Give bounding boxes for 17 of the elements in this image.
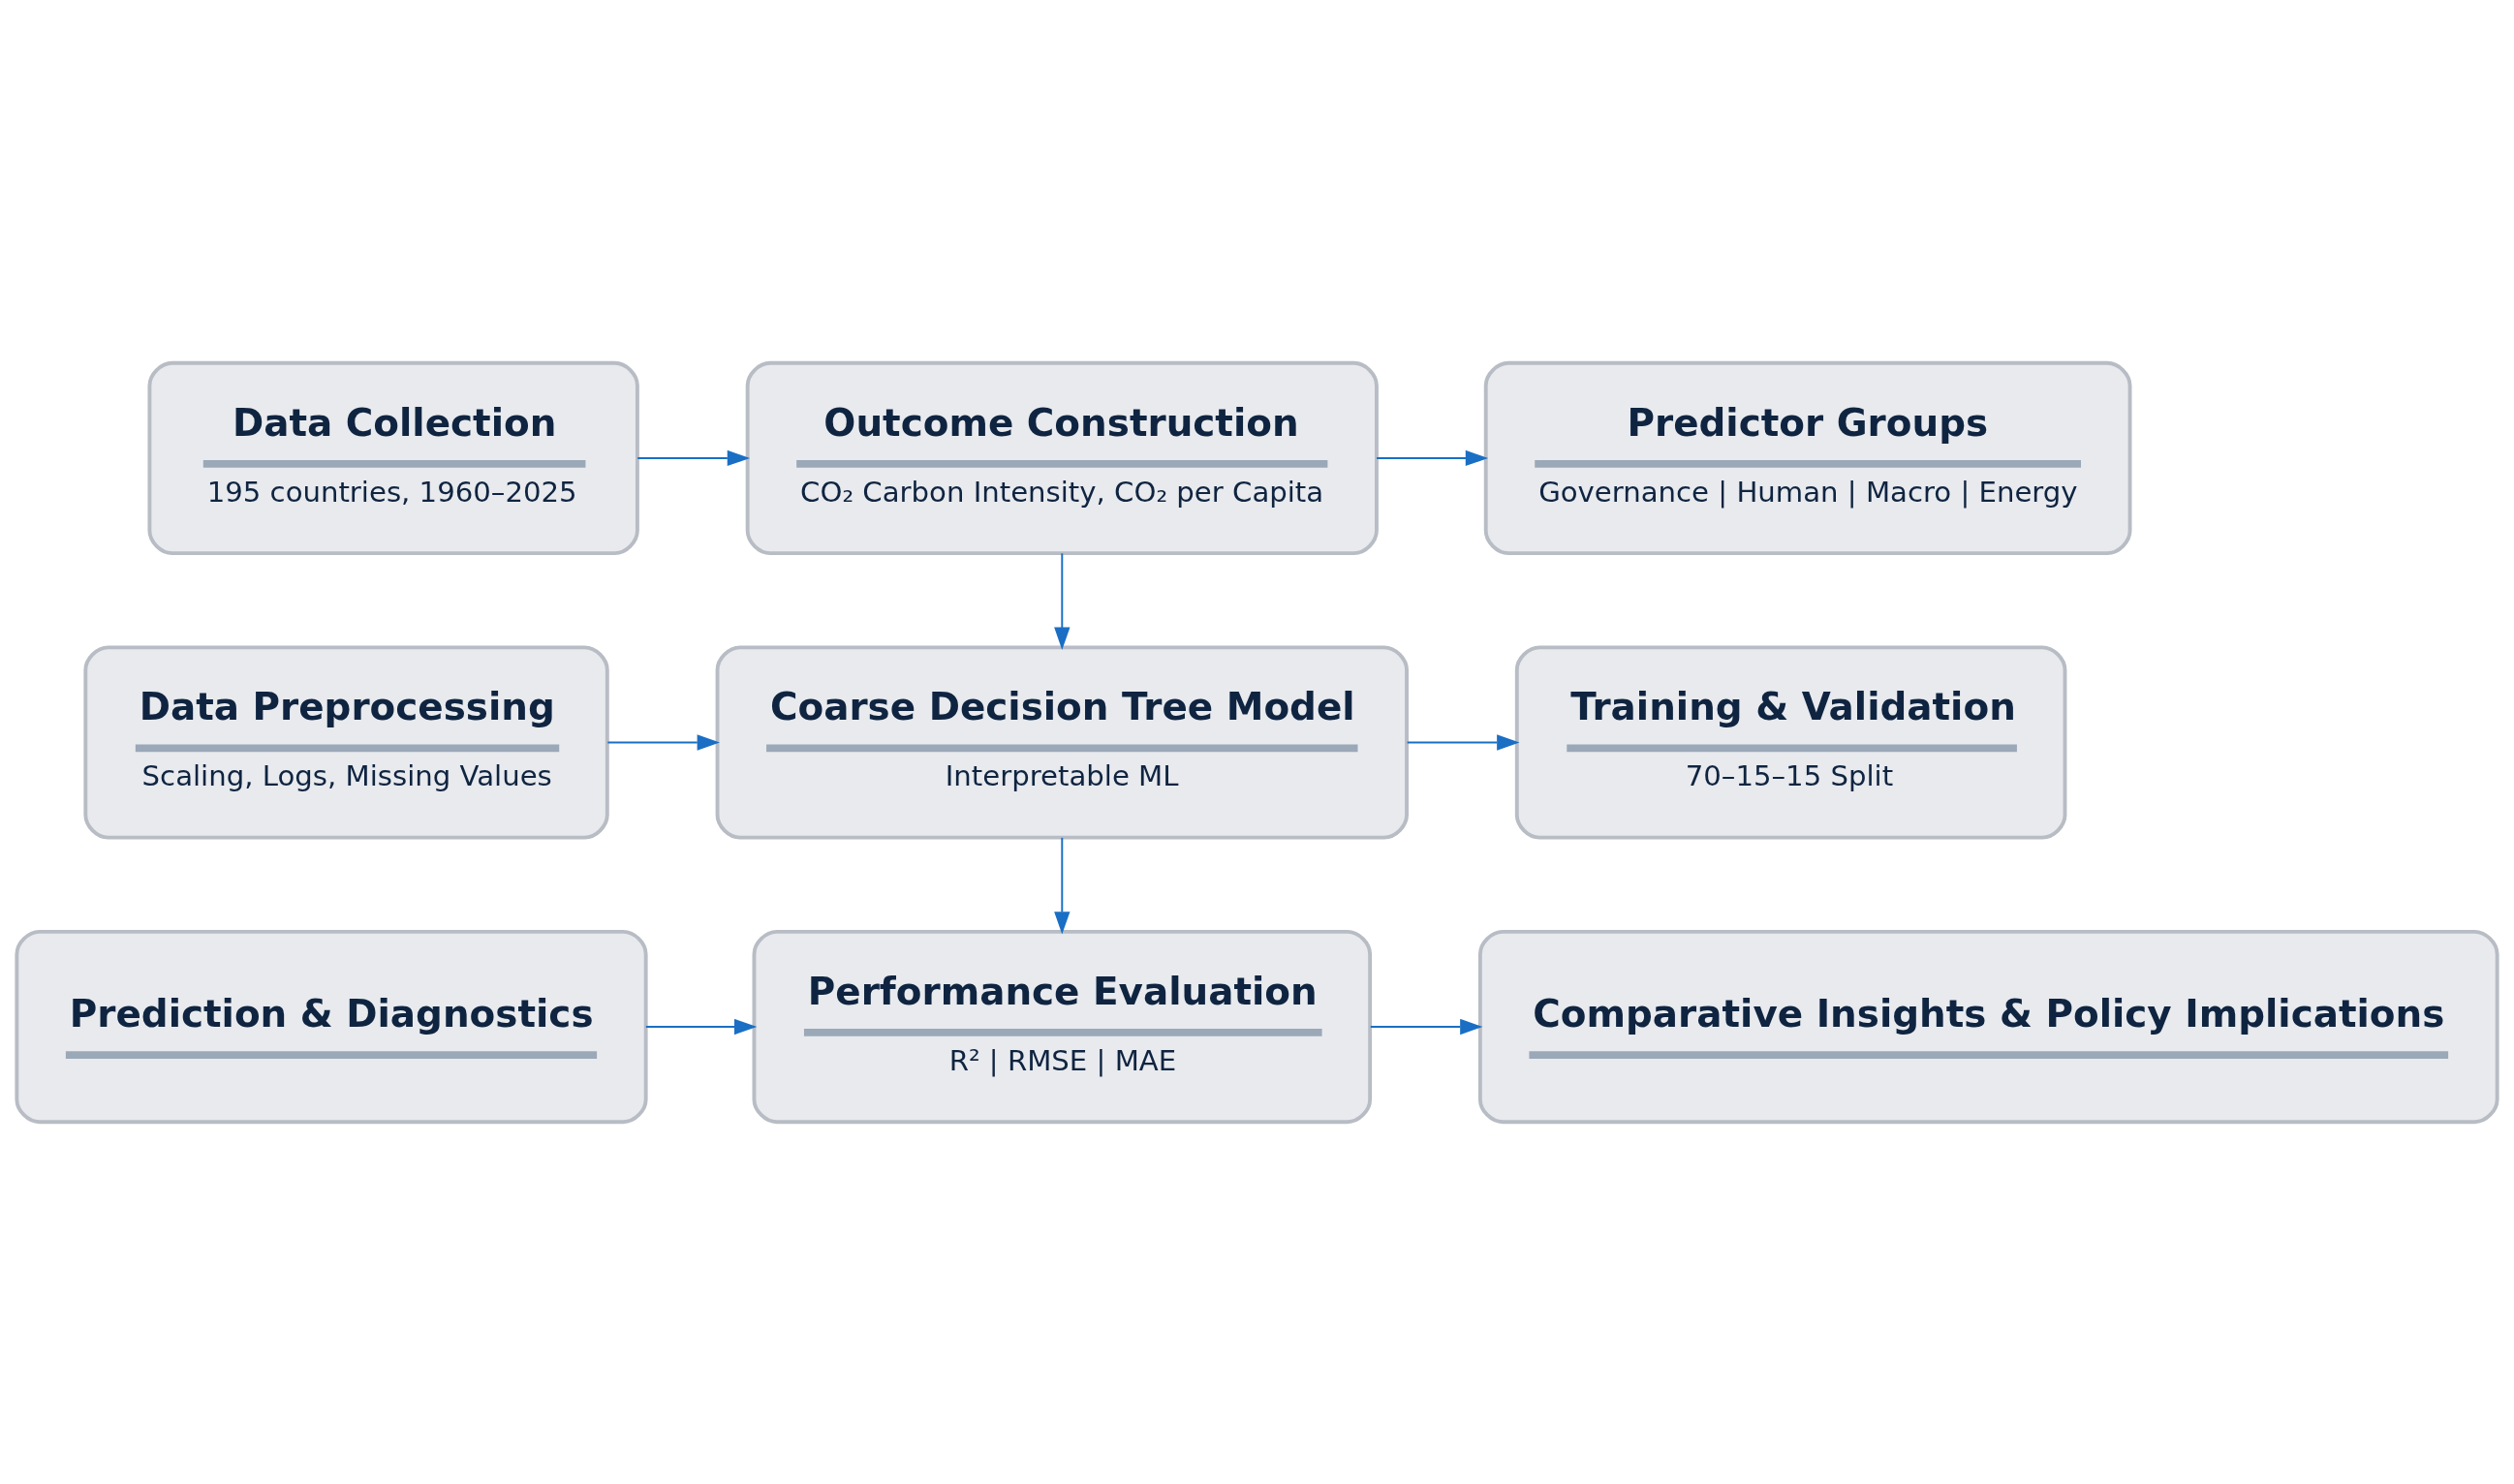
- node-box: Data Collection 195 countries, 1960–2025: [147, 360, 639, 555]
- arrow: [1376, 449, 1489, 466]
- arrow: [1406, 733, 1520, 751]
- node-box: Prediction & Diagnostics: [15, 929, 648, 1124]
- node-box: Performance Evaluation R² | RMSE | MAE: [752, 929, 1373, 1124]
- node-box: Data Preprocessing Scaling, Logs, Missing Values: [83, 644, 609, 840]
- node-box: Outcome Construction CO₂ Carbon Intensity, CO₂ per Capita: [745, 360, 1379, 555]
- arrow: [606, 733, 720, 751]
- arrow: [1054, 551, 1071, 650]
- node-box: Training & Validation 70–15–15 Split: [1514, 644, 2067, 840]
- arrow: [644, 1018, 758, 1035]
- node-box: Comparative Insights & Policy Implications: [1477, 929, 2499, 1124]
- arrow: [1369, 1018, 1483, 1035]
- node-box: Coarse Decision Tree Model Interpretable ML: [715, 644, 1409, 840]
- arrow: [636, 449, 751, 466]
- arrow: [1054, 836, 1071, 934]
- node-box: Predictor Groups Governance | Human | Macro | Energy: [1483, 360, 2132, 555]
